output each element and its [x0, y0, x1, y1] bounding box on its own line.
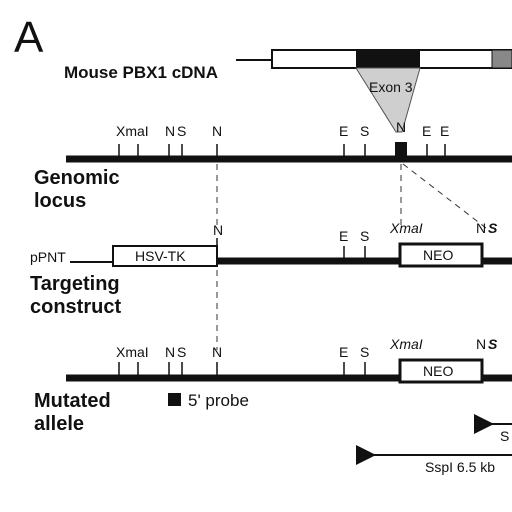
targeting-site-n-right: N [476, 220, 486, 236]
genomic-site-xmai: XmaI [116, 123, 149, 139]
mutated-site-n1: N [165, 344, 175, 360]
targeting-site-n: N [213, 222, 223, 238]
mutated-label-2: allele [34, 413, 84, 435]
exon3-funnel [355, 67, 421, 133]
targeting-neo-box [398, 242, 484, 268]
cdna-exon3-block [356, 50, 420, 68]
mutated-site-e: E [339, 344, 348, 360]
hsv-tk-label: HSV-TK [135, 248, 186, 264]
mutated-site-s-right: S [488, 336, 498, 352]
genomic-site-e3: E [440, 123, 449, 139]
long-fragment-label: SspI 6.5 kb [425, 459, 495, 475]
mutated-site-xmai: XmaI [116, 344, 149, 360]
mutated-neo-label: NEO [423, 363, 453, 379]
genomic-site-s2: S [360, 123, 369, 139]
genomic-exon3-block [395, 142, 407, 160]
mutated-site-n2: N [212, 344, 222, 360]
genomic-site-s1: S [177, 123, 186, 139]
probe-marker [168, 393, 181, 406]
genomic-site-e1: E [339, 123, 348, 139]
mutated-label-1: Mutated [34, 390, 111, 412]
genomic-site-e2: E [422, 123, 431, 139]
cdna-grey-block [491, 49, 512, 69]
mutated-site-s1: S [177, 344, 186, 360]
genomic-site-n-exon: N [396, 119, 406, 135]
probe-label: 5' probe [188, 391, 249, 410]
cdna-title: Mouse PBX1 cDNA [64, 63, 218, 82]
targeting-site-s-right: S [488, 220, 498, 236]
hsv-tk-box [112, 245, 218, 267]
targeting-vector-name: pPNT [30, 249, 66, 265]
targeting-label-1: Targeting [30, 273, 120, 295]
genomic-site-n2: N [212, 123, 222, 139]
guide-exon-diagonal [402, 163, 487, 229]
panel-label: A [14, 13, 44, 62]
short-fragment-label: S [500, 428, 509, 444]
genomic-site-n1: N [165, 123, 175, 139]
targeting-neo-label: NEO [423, 247, 453, 263]
exon3-label: Exon 3 [369, 79, 413, 95]
mutated-site-s: S [360, 344, 369, 360]
targeting-site-xmai: XmaI [389, 220, 423, 236]
genomic-label-1: Genomic [34, 167, 120, 189]
genomic-label-2: locus [34, 190, 86, 212]
targeting-site-s: S [360, 228, 369, 244]
mutated-site-n-right: N [476, 336, 486, 352]
targeting-label-2: construct [30, 296, 121, 318]
mutated-neo-box [398, 358, 484, 384]
mutated-site-xmai-ital: XmaI [389, 336, 423, 352]
targeting-site-e: E [339, 228, 348, 244]
